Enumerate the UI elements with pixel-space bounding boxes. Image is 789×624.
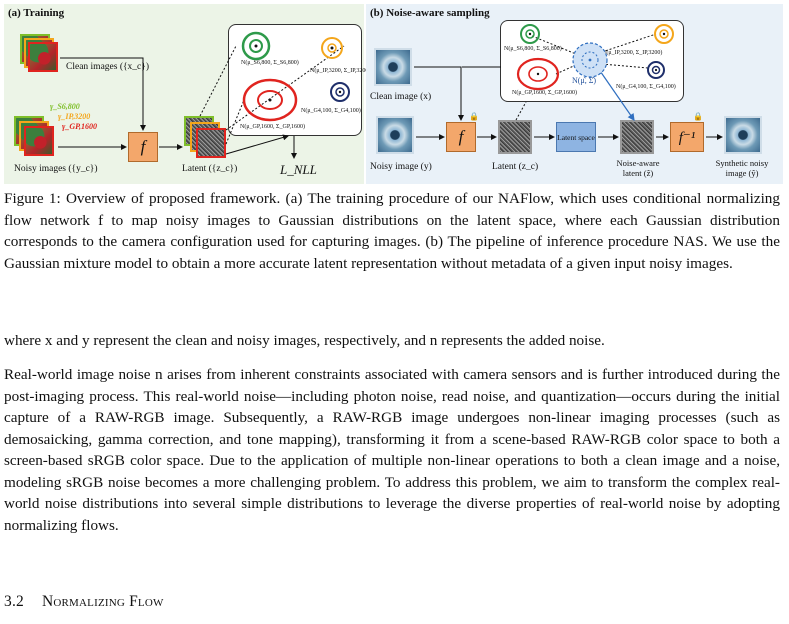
clean-images-label: Clean images ({x_c}) [66,62,149,72]
gaussian-orange-a [321,37,343,59]
gaussian-label-g4-b: N(μ_G4,100, Σ_G4,100) [616,84,676,90]
gaussian-mixture-blue [572,42,608,78]
latent-1 [196,128,226,158]
section-number: 3.2 [4,593,24,610]
section-heading: 3.2 Normalizing Flow [4,593,164,611]
clean-image-1 [28,42,58,72]
noise-aware-latent [620,120,654,154]
flow-network-f: f [128,132,158,162]
gaussian-red-a [242,78,298,122]
paragraph-1: where x and y represent the clean and no… [4,330,780,352]
latent-zc [498,120,532,154]
gaussian-label-gp-a: N(μ_GP,1600, Σ_GP,1600) [240,124,306,130]
gaussian-label-ip-a: N(μ_IP,3200, Σ_IP,3200) [310,68,371,74]
figure-1: (a) Training Clean images ({x_c}) γ_S6,8… [4,4,783,184]
lock-icon-f: 🔒 [469,112,479,121]
mixture-label: N(μ̂, Σ̂) [572,76,597,85]
dotted-line-3 [225,99,245,145]
camera-label-ip: γ_IP,3200 [58,112,91,121]
panel-a-connectors [58,31,350,159]
dotted-link-2 [601,33,657,53]
lock-icon-finv: 🔒 [693,112,703,121]
dotted-line-2 [225,45,345,131]
gaussian-label-s6-a: N(μ_S6,800, Σ_S6,800) [241,60,299,66]
clean-image-label: Clean image (x) [370,92,432,102]
arrow-clean-to-f [60,57,146,131]
gaussian-label-s6-b: N(μ_S6,800, Σ_S6,800) [504,46,562,52]
noise-aware-label: Noise-aware latent (ẑ) [616,158,660,178]
panel-noise-aware-sampling: (b) Noise-aware sampling Clean image (x)… [366,4,783,184]
loss-nll: L_NLL [280,162,317,177]
gaussian-orange-b [654,24,674,44]
synthetic-noisy-image [724,116,762,154]
gaussian-navy-b [647,61,665,79]
paragraph-2: Real-world image noise n arises from inh… [4,364,780,536]
figure-caption: Figure 1: Overview of proposed framework… [4,188,780,274]
camera-label-s6: γ_S6,800 [50,102,80,111]
gaussian-green-a [241,31,271,61]
latent-space-box: Latent space [556,122,596,152]
panel-training: (a) Training Clean images ({x_c}) γ_S6,8… [4,4,370,184]
gaussian-red-b [516,57,560,91]
flow-network-f-b: f [446,122,476,152]
latent-label-b: Latent (z_c) [492,162,539,172]
dotted-line-1 [199,45,237,117]
gaussian-label-gp-b: N(μ_GP,1600, Σ_GP,1600) [512,90,578,96]
panel-b-connectors [414,24,723,140]
noisy-image-label: Noisy image (y) [370,162,432,172]
latent-label-a: Latent ({z_c}) [182,164,238,174]
panel-b-title: (b) Noise-aware sampling [370,7,490,19]
paragraph-2-text: Real-world image noise n arises from inh… [4,366,780,534]
camera-label-gp: γ_GP,1600 [62,122,97,131]
flow-network-f-inverse: f⁻¹ [670,122,704,152]
dotted-latent-up [515,101,527,121]
gaussian-green-b [520,24,540,44]
caption-text: Figure 1: Overview of proposed framework… [4,190,780,272]
synthetic-label: Synthetic noisy image (ŷ) [715,158,769,178]
arrow-latent-to-loss [225,134,289,155]
gaussian-label-ip-b: N(μ_IP,3200, Σ_IP,3200) [602,50,663,56]
clean-image-x [374,48,412,86]
noisy-image-y [376,116,414,154]
noisy-image-1 [24,126,54,156]
paragraph-1-text: where x and y represent the clean and no… [4,332,605,349]
gaussian-label-g4-a: N(μ_G4,100, Σ_G4,100) [301,108,361,114]
arrow-clean-to-f-b [414,66,464,121]
gaussian-navy-a [330,82,350,102]
noisy-images-label: Noisy images ({y_c}) [14,164,98,174]
arrow-mixture-to-latent [597,67,635,121]
section-title: Normalizing Flow [41,593,164,610]
panel-a-title: (a) Training [8,7,65,19]
dotted-link-4 [601,63,649,69]
